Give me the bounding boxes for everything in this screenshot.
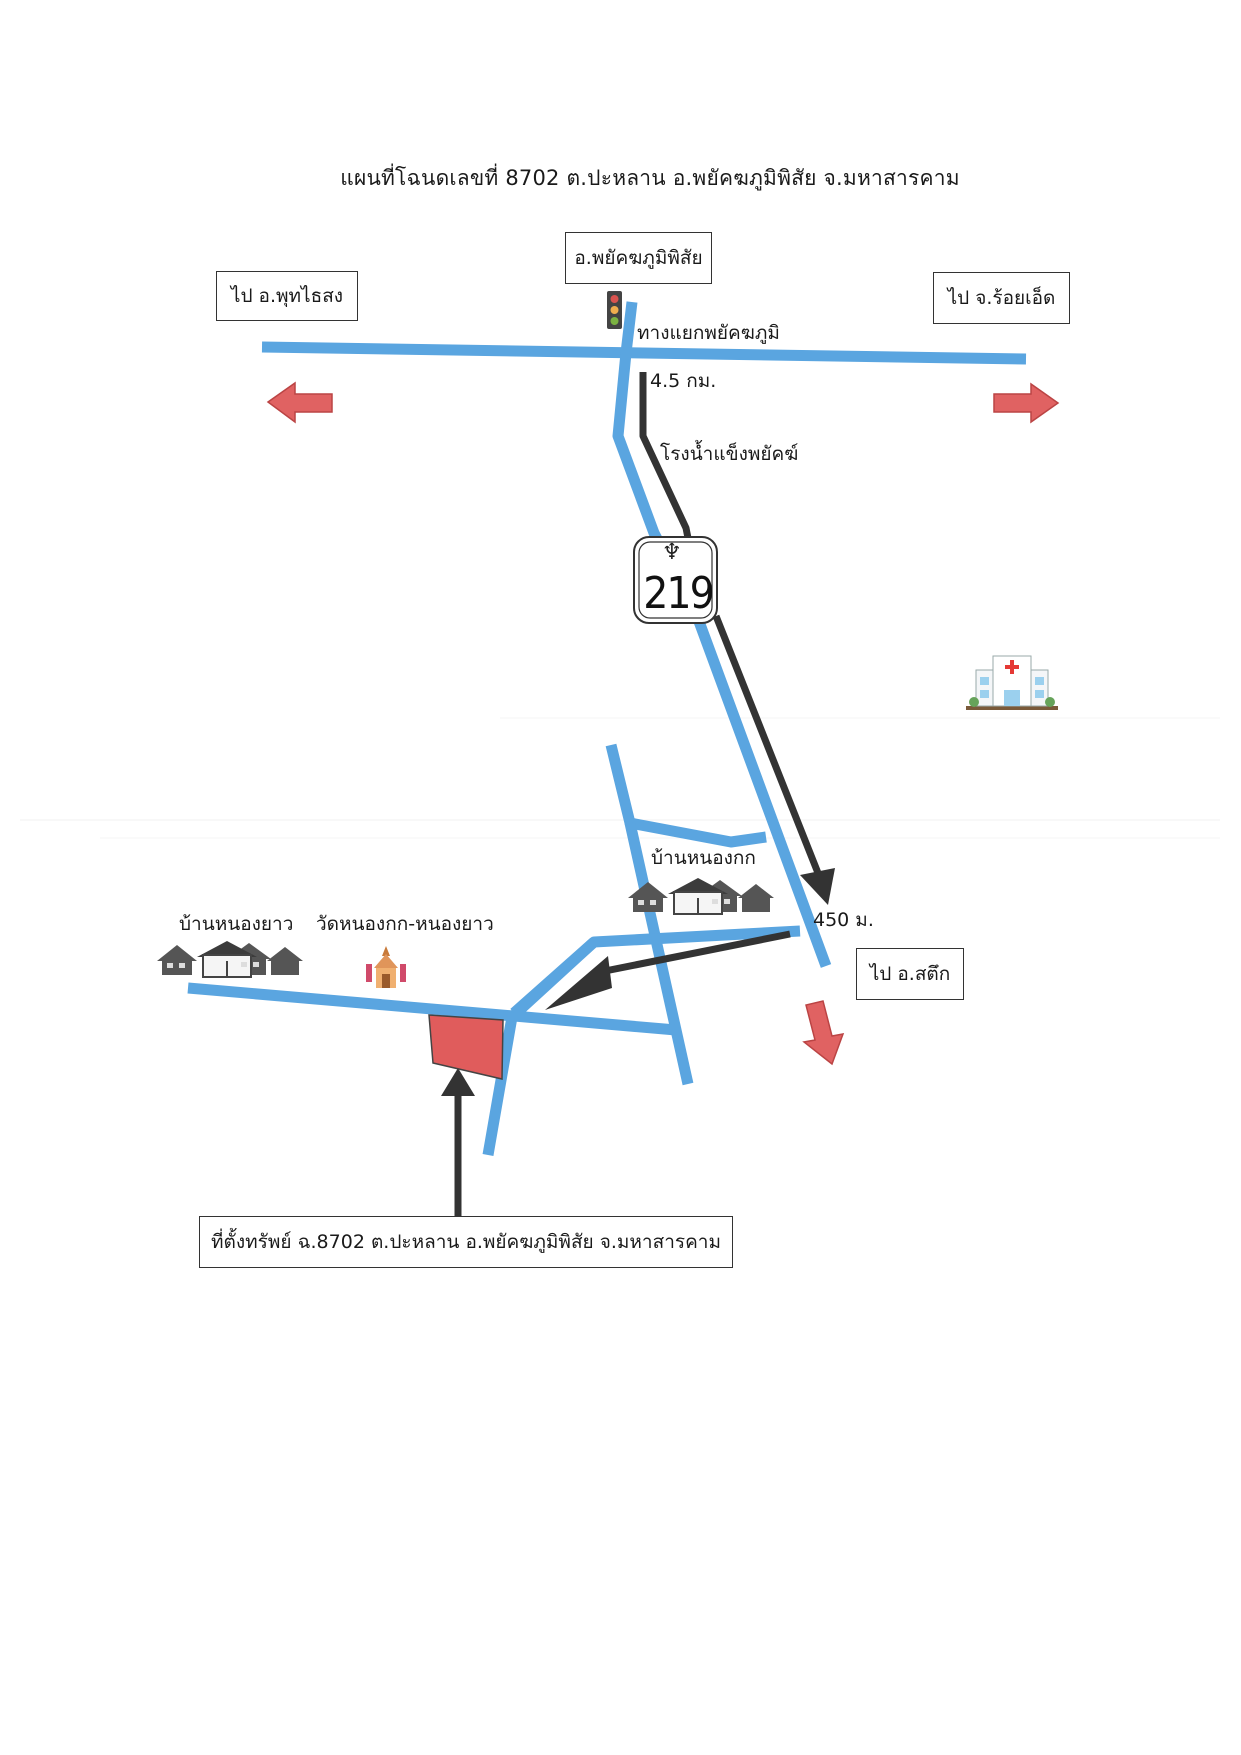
map-title: แผนที่โฉนดเลขที่ 8702 ต.ปะหลาน อ.พยัคฆภู… <box>340 166 960 190</box>
arrowhead-village <box>545 956 612 1010</box>
village-houses-icon <box>628 878 774 915</box>
to-left-label: ไป อ.พุทไธสง <box>230 285 344 307</box>
village-road-west <box>187 982 677 1036</box>
to-right-label: ไป จ.ร้อยเอ็ด <box>947 287 1056 309</box>
route-arrows <box>454 372 822 1216</box>
garuda-icon: ♆ <box>662 540 682 565</box>
hospital-icon <box>966 655 1058 710</box>
intersection-label: ทางแยกพยัคฆภูมิ <box>637 322 780 344</box>
district-label: อ.พยัคฆภูมิพิสัย <box>574 247 703 269</box>
village-road-cross <box>624 821 694 1086</box>
to-south-label: ไป อ.สตึก <box>869 963 951 985</box>
arrow-left-icon <box>266 381 333 424</box>
temple-label: วัดหนองกก-หนองยาว <box>316 913 494 935</box>
temple-icon <box>366 946 406 988</box>
village-nong-yao-label: บ้านหนองยาว <box>179 913 294 935</box>
arrowhead-property <box>441 1068 475 1096</box>
traffic-light-icon <box>607 291 622 329</box>
route-219-shield <box>633 536 718 624</box>
route-number: 219 <box>643 568 715 619</box>
to-right-box: ไป จ.ร้อยเอ็ด <box>933 272 1070 324</box>
village-houses-icon <box>157 941 303 978</box>
arrow-south-icon <box>802 1000 845 1066</box>
roads <box>187 301 1027 1156</box>
village-road-north <box>605 743 767 848</box>
route-arrow-highway-lower <box>712 614 822 875</box>
property-location-label: ที่ตั้งทรัพย์ ฉ.8702 ต.ปะหลาน อ.พยัคฆภูม… <box>211 1231 721 1253</box>
to-left-box: ไป อ.พุทไธสง <box>216 271 358 321</box>
main-road-east-west <box>261 341 1027 365</box>
distance-label-1: 4.5 กม. <box>650 370 717 392</box>
property-plot <box>428 1014 504 1080</box>
arrow-right-icon <box>993 382 1060 424</box>
distance-label-2: 450 ม. <box>813 909 874 931</box>
property-location-box: ที่ตั้งทรัพย์ ฉ.8702 ต.ปะหลาน อ.พยัคฆภูม… <box>199 1216 733 1268</box>
arrowhead-highway <box>800 868 835 905</box>
route-arrow-to-village <box>599 930 791 976</box>
village-road-link <box>510 937 598 1018</box>
highway-219 <box>612 301 832 968</box>
district-box: อ.พยัคฆภูมิพิสัย <box>565 232 712 284</box>
ice-factory-label: โรงน้ำแข็งพยัคฆ์ <box>660 443 799 465</box>
village-nong-kok-label: บ้านหนองกก <box>651 847 756 869</box>
to-south-box: ไป อ.สตึก <box>856 948 964 1000</box>
